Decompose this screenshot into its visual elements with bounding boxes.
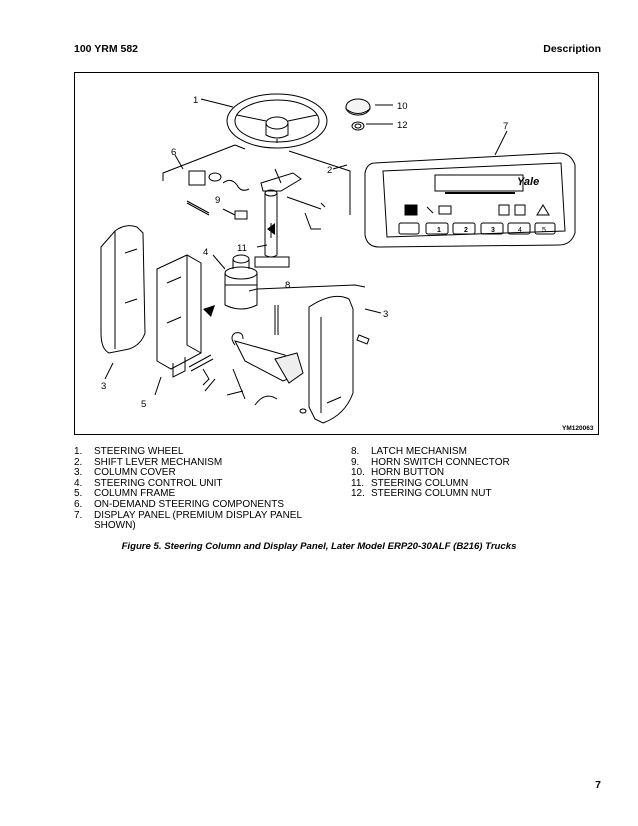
legend-number: 10. (351, 467, 365, 479)
callout-7: 7 (503, 121, 508, 132)
callout-2: 2 (327, 165, 332, 176)
legend-item: 4. STEERING CONTROL UNIT (74, 477, 324, 490)
legend-item: 2. SHIFT LEVER MECHANISM (74, 456, 324, 469)
legend-text: HORN BUTTON (371, 467, 445, 479)
callout-9: 9 (215, 195, 220, 206)
legend-number: 8. (351, 446, 360, 457)
legend-item: 8. LATCH MECHANISM (351, 446, 601, 458)
legend-number: 5. (74, 488, 83, 500)
section-title: Description (543, 43, 601, 55)
display-brand: Yale (517, 176, 539, 188)
legend-item: 12. STEERING COLUMN NUT (351, 489, 601, 500)
legend-text: COLUMN COVER (94, 467, 176, 479)
legend-text: STEERING WHEEL (94, 446, 184, 457)
figure-frame: Yale 1 2 3 4 5 1 2 3 3 4 5 6 7 8 9 10 11… (74, 72, 599, 435)
legend-item: 3. COLUMN COVER (74, 468, 324, 479)
callout-11: 11 (237, 243, 247, 254)
legend-text: LATCH MECHANISM (371, 446, 467, 457)
page-number: 7 (595, 779, 601, 791)
legend-number: 7. (74, 509, 83, 521)
legend-text: DISPLAY PANEL (PREMIUM DISPLAY PANEL SHO… (94, 509, 302, 532)
legend-text: STEERING COLUMN NUT (371, 488, 492, 500)
legend-left-column: 1. STEERING WHEEL 2. SHIFT LEVER MECHANISM… (74, 446, 324, 532)
callout-6: 6 (171, 147, 176, 158)
drawing-code: YM120063 (562, 425, 594, 432)
legend-item: 5. COLUMN FRAME (74, 489, 324, 500)
steering-control-unit-drawing (224, 254, 258, 310)
legend-number: 3. (74, 467, 83, 479)
figure-caption: Figure 5. Steering Column and Display Pa… (121, 541, 517, 552)
legend-item: 1. STEERING WHEEL (74, 446, 324, 458)
display-button-5: 5 (542, 227, 546, 234)
legend-item: 6. ON-DEMAND STEERING COMPONENTS (74, 498, 324, 511)
legend-item: 7. DISPLAY PANEL (PREMIUM DISPLAY PANEL S… (74, 509, 324, 532)
legend-item: 9. HORN SWITCH CONNECTOR (351, 456, 601, 469)
horn-button-drawing (345, 98, 371, 116)
legend-text: HORN SWITCH CONNECTOR (371, 456, 510, 468)
callout-leaders (104, 98, 508, 396)
callout-4: 4 (203, 247, 208, 258)
column-frame-drawing (156, 254, 214, 378)
callout-5: 5 (141, 399, 146, 410)
callout-1: 1 (193, 95, 198, 106)
display-button-1: 1 (437, 227, 441, 234)
legend-text: SHIFT LEVER MECHANISM (94, 456, 223, 468)
display-button-3: 3 (491, 227, 495, 234)
legend-text: ON-DEMAND STEERING COMPONENTS (94, 498, 285, 510)
legend-text: STEERING CONTROL UNIT (94, 477, 223, 489)
callout-3-right: 3 (383, 309, 388, 320)
legend-item: 10. HORN BUTTON (351, 468, 601, 479)
legend-text: COLUMN FRAME (94, 488, 176, 500)
legend-item: 11. STEERING COLUMN (351, 477, 601, 490)
legend-number: 6. (74, 498, 83, 510)
callout-3-left: 3 (101, 381, 106, 392)
latch-mechanism-drawing (202, 305, 304, 400)
column-nut-drawing (351, 121, 365, 131)
display-panel-drawing (364, 152, 576, 248)
right-column-cover-drawing (308, 295, 370, 424)
callout-12: 12 (397, 120, 408, 131)
callout-10: 10 (397, 101, 408, 112)
legend-number: 9. (351, 456, 360, 468)
legend-text: STEERING COLUMN (371, 477, 469, 489)
legend-number: 1. (74, 446, 83, 457)
display-button-4: 4 (518, 227, 522, 234)
callout-8: 8 (285, 280, 290, 291)
steering-wheel-drawing (226, 93, 328, 149)
left-column-cover-drawing (100, 225, 146, 354)
legend-number: 4. (74, 477, 83, 489)
document-number: 100 YRM 582 (74, 43, 139, 55)
legend-number: 11. (351, 477, 365, 489)
exploded-diagram: Yale 1 2 3 4 5 1 2 3 3 4 5 6 7 8 9 10 11… (100, 93, 594, 432)
legend-right-column: 8. LATCH MECHANISM 9. HORN SWITCH CONNECTO… (351, 446, 601, 500)
legend-number: 2. (74, 456, 83, 468)
display-button-2: 2 (464, 227, 468, 234)
legend-number: 12. (351, 488, 365, 500)
